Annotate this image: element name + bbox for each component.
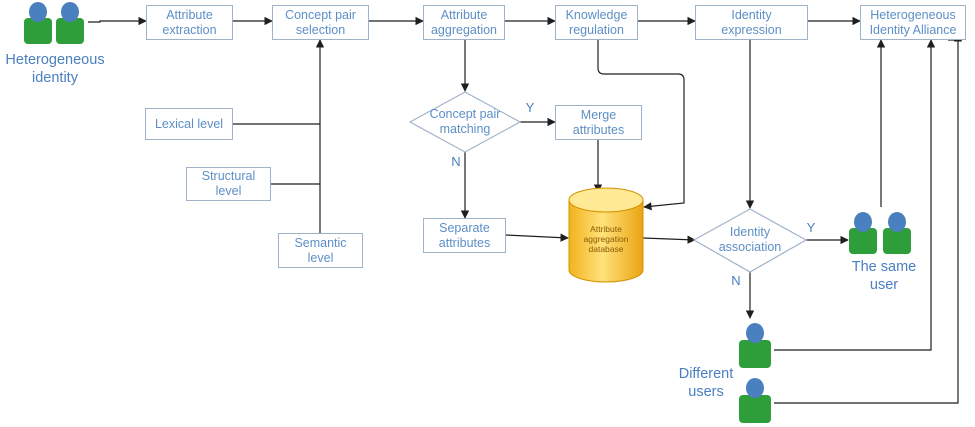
user-icon [24, 2, 52, 44]
arrow-user1-to-alliance [774, 39, 936, 351]
attribute-aggregation-box[interactable]: Attribute aggregation [423, 5, 505, 40]
concept-pair-matching-label: Concept pair matching [429, 107, 501, 136]
matching-no-label: N [451, 153, 461, 169]
matching-yes-label: Y [525, 99, 535, 115]
heterogeneous-identity-alliance-box[interactable]: Heterogeneous Identity Alliance [860, 5, 966, 40]
association-no-label: N [731, 272, 741, 288]
heterogeneous-identity-label: Heterogeneous identity [5, 52, 105, 86]
structural-level-box[interactable]: Structural level [186, 167, 271, 201]
lexical-level-box[interactable]: Lexical level [145, 108, 233, 140]
user-icon [849, 212, 877, 254]
user-icon [739, 323, 771, 368]
identity-association-diamond [692, 208, 808, 273]
user-icon [883, 212, 911, 254]
attribute-aggregation-label: Attribute aggregation [430, 7, 498, 37]
database-label: Attribute aggregation database [583, 224, 629, 254]
arrow-user2-to-alliance [774, 39, 959, 404]
semantic-level-label: Semantic level [294, 235, 347, 265]
arrow-regulation-to-database [597, 40, 685, 211]
user-icon [56, 2, 84, 44]
merge-attributes-box[interactable]: Merge attributes [555, 105, 642, 140]
database-icon [568, 187, 644, 283]
structural-level-label: Structural level [201, 169, 256, 198]
identity-expression-box[interactable]: Identity expression [695, 5, 808, 40]
identity-association-label: Identity association [718, 225, 782, 254]
user-icon [739, 378, 771, 423]
knowledge-regulation-box[interactable]: Knowledge regulation [555, 5, 638, 40]
attribute-extraction-label: Attribute extraction [162, 7, 217, 37]
different-users-label: Different users [678, 366, 734, 400]
knowledge-regulation-label: Knowledge regulation [565, 7, 628, 37]
concept-pair-selection-box[interactable]: Concept pair selection [272, 5, 369, 40]
lexical-level-label: Lexical level [154, 116, 224, 131]
identity-expression-label: Identity expression [721, 7, 782, 37]
merge-attributes-label: Merge attributes [572, 107, 625, 137]
concept-pair-selection-label: Concept pair selection [285, 7, 356, 37]
same-user-label: The same user [851, 259, 917, 293]
separate-attributes-label: Separate attributes [438, 220, 491, 250]
separate-attributes-box[interactable]: Separate attributes [423, 218, 506, 253]
arrow-database-to-association [642, 235, 696, 244]
semantic-level-box[interactable]: Semantic level [278, 233, 363, 268]
arrow-separate-to-database [505, 233, 569, 242]
association-yes-label: Y [806, 219, 816, 235]
attribute-extraction-box[interactable]: Attribute extraction [146, 5, 233, 40]
heterogeneous-identity-alliance-label: Heterogeneous Identity Alliance [869, 7, 957, 37]
concept-pair-matching-diamond [408, 91, 522, 153]
arrow-identity-to-extraction [88, 16, 147, 26]
